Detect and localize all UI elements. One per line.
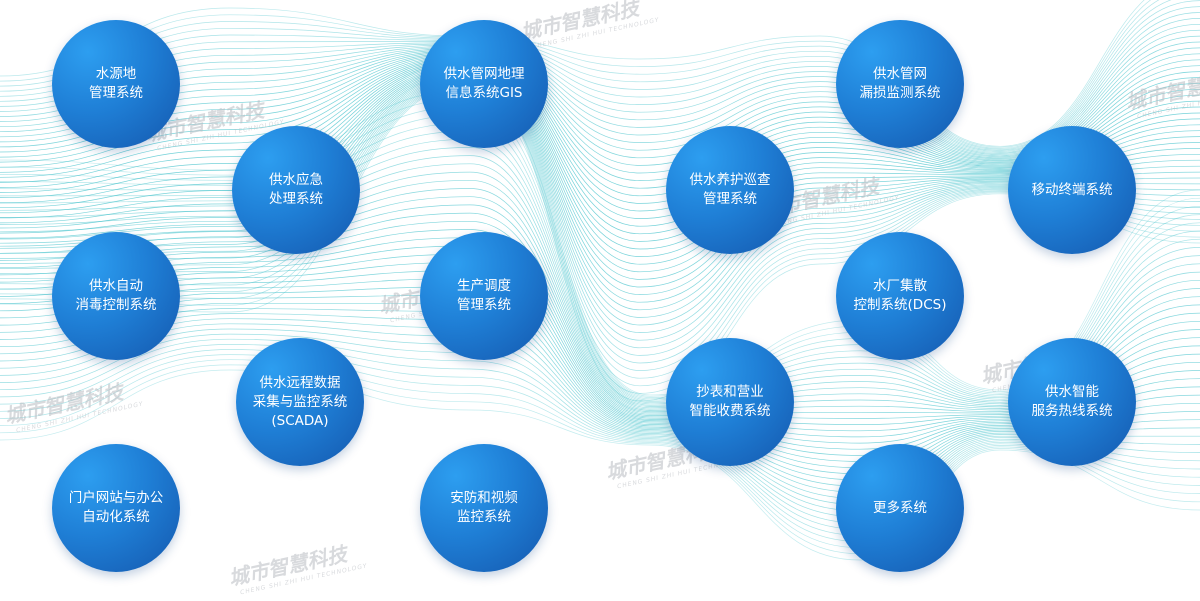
wave-line bbox=[0, 7, 1200, 152]
node-disinfection[interactable]: 供水自动 消毒控制系统 bbox=[52, 232, 180, 360]
node-label: 供水自动 消毒控制系统 bbox=[66, 277, 167, 315]
node-hotline[interactable]: 供水智能 服务热线系统 bbox=[1008, 338, 1136, 466]
node-label: 门户网站与办公 自动化系统 bbox=[59, 489, 174, 527]
node-dispatch[interactable]: 生产调度 管理系统 bbox=[420, 232, 548, 360]
node-label: 供水远程数据 采集与监控系统 (SCADA) bbox=[243, 374, 358, 431]
node-label: 供水管网 漏损监测系统 bbox=[850, 65, 951, 103]
node-label: 供水管网地理 信息系统GIS bbox=[434, 65, 535, 103]
node-label: 供水养护巡查 管理系统 bbox=[680, 171, 781, 209]
node-label: 供水智能 服务热线系统 bbox=[1022, 383, 1123, 421]
wave-line bbox=[0, 48, 1200, 159]
node-leak-monitor[interactable]: 供水管网 漏损监测系统 bbox=[836, 20, 964, 148]
node-label: 水厂集散 控制系统(DCS) bbox=[844, 277, 957, 315]
node-label: 更多系统 bbox=[863, 499, 937, 518]
node-mobile[interactable]: 移动终端系统 bbox=[1008, 126, 1136, 254]
node-water-source[interactable]: 水源地 管理系统 bbox=[52, 20, 180, 148]
wave-line bbox=[0, 1, 1200, 151]
node-label: 安防和视频 监控系统 bbox=[440, 489, 528, 527]
node-label: 抄表和营业 智能收费系统 bbox=[680, 383, 781, 421]
node-label: 生产调度 管理系统 bbox=[447, 277, 521, 315]
node-label: 移动终端系统 bbox=[1022, 181, 1123, 200]
wave-line bbox=[0, 36, 1200, 157]
node-gis[interactable]: 供水管网地理 信息系统GIS bbox=[420, 20, 548, 148]
node-dcs[interactable]: 水厂集散 控制系统(DCS) bbox=[836, 232, 964, 360]
node-label: 水源地 管理系统 bbox=[79, 65, 153, 103]
node-label: 供水应急 处理系统 bbox=[259, 171, 333, 209]
node-maintenance[interactable]: 供水养护巡查 管理系统 bbox=[666, 126, 794, 254]
node-scada[interactable]: 供水远程数据 采集与监控系统 (SCADA) bbox=[236, 338, 364, 466]
wave-line bbox=[0, 82, 1200, 386]
wave-line bbox=[0, 81, 1200, 379]
node-billing[interactable]: 抄表和营业 智能收费系统 bbox=[666, 338, 794, 466]
wave-line bbox=[0, 24, 1200, 154]
node-portal[interactable]: 门户网站与办公 自动化系统 bbox=[52, 444, 180, 572]
wave-line bbox=[0, 0, 1200, 147]
node-security[interactable]: 安防和视频 监控系统 bbox=[420, 444, 548, 572]
node-emergency[interactable]: 供水应急 处理系统 bbox=[232, 126, 360, 254]
wave-line bbox=[0, 98, 1200, 396]
node-more[interactable]: 更多系统 bbox=[836, 444, 964, 572]
